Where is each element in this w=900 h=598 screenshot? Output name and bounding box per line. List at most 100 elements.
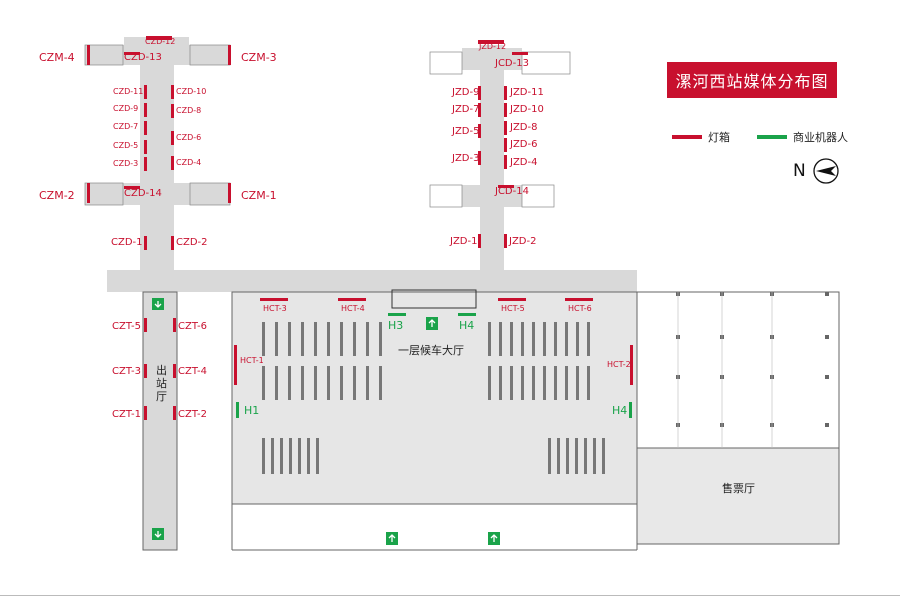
lightbox-marks <box>87 36 633 420</box>
page-divider <box>0 595 900 596</box>
lightbox-label: CZD-7 <box>113 122 138 131</box>
lightbox-label: JZD-8 <box>509 122 537 133</box>
lightbox-label: CZT-2 <box>178 409 207 420</box>
lightbox-label: HCT-6 <box>568 304 592 313</box>
north-indicator: N <box>793 157 840 185</box>
lightbox-label: CZT-1 <box>112 409 141 420</box>
lightbox-label: HCT-5 <box>501 304 525 313</box>
lightbox-jzd-10 <box>504 103 507 117</box>
lightbox-label: CZD-4 <box>176 158 201 167</box>
lightbox-czd-11 <box>144 85 147 99</box>
robot-h1-0 <box>236 402 239 418</box>
legend-lightbox: 灯箱 <box>672 129 730 145</box>
lightbox-label: CZD-3 <box>113 159 138 168</box>
lightbox-label: JZD-3 <box>451 153 479 164</box>
lightbox-label: CZD-5 <box>113 141 138 150</box>
waiting-seats <box>262 322 605 474</box>
lightbox-label: CZM-1 <box>241 189 277 202</box>
lightbox-label: CZM-2 <box>39 189 75 202</box>
lightbox-czd-9 <box>144 103 147 117</box>
lightbox-label: CZD-11 <box>113 87 143 96</box>
lightbox-jzd-11 <box>504 86 507 100</box>
lightbox-label: JZD-9 <box>451 87 479 98</box>
lightbox-czd-4 <box>171 156 174 170</box>
lightbox-czt-1 <box>144 406 147 420</box>
lightbox-czd-7 <box>144 121 147 135</box>
lightbox-jzd-6 <box>504 138 507 152</box>
robot-h4-2 <box>458 313 476 316</box>
robot-h3-1 <box>388 313 406 316</box>
lightbox-label: CZT-5 <box>112 321 141 332</box>
lightbox-label: JCD-14 <box>494 186 529 197</box>
lightbox-jzd-5 <box>478 124 481 138</box>
lightbox-czd-2 <box>171 236 174 250</box>
lightbox-label: CZD-1 <box>111 237 143 248</box>
lightbox-jzd-8 <box>504 121 507 135</box>
ticket-area-columns <box>676 292 829 427</box>
lightbox-label: CZD-9 <box>113 104 138 113</box>
exit-arrows <box>152 298 500 545</box>
compass-icon <box>813 158 839 184</box>
lightbox-label: CZD-13 <box>124 52 162 63</box>
lightbox-hct-6 <box>565 298 593 301</box>
lightbox-czt-2 <box>173 406 176 420</box>
lightbox-jzd-2 <box>504 234 507 248</box>
robot-label: H3 <box>388 319 403 332</box>
lightbox-label: HCT-4 <box>341 304 365 313</box>
lightbox-label: CZD-12 <box>145 37 175 46</box>
lightbox-label: JZD-5 <box>451 126 479 137</box>
lightbox-label: CZM-4 <box>39 51 75 64</box>
lightbox-label: JZD-2 <box>508 236 536 247</box>
robot-label: H4 <box>459 319 474 332</box>
lightbox-jzd-3 <box>478 151 481 165</box>
lightbox-czd-5 <box>144 140 147 154</box>
lightbox-hct-4 <box>338 298 366 301</box>
lightbox-hct-3 <box>260 298 288 301</box>
lightbox-jzd-7 <box>478 103 481 117</box>
lightbox-czd-14 <box>124 186 140 189</box>
waiting-hall-label: 一层候车大厅 <box>398 343 464 357</box>
lightbox-jzd-9 <box>478 86 481 100</box>
ticket-area-lines <box>677 292 773 448</box>
lightbox-jzd-1 <box>478 234 481 248</box>
lightbox-label: JZD-11 <box>509 87 544 98</box>
lightbox-label: CZD-14 <box>124 188 162 199</box>
lightbox-label: CZT-4 <box>178 366 207 377</box>
lightbox-label: CZD-8 <box>176 106 201 115</box>
lightbox-czt-5 <box>144 318 147 332</box>
exit-hall-label: 出站厅 <box>156 363 167 403</box>
building-outline <box>142 291 840 551</box>
robot-marks <box>236 313 632 418</box>
lightbox-label: JZD-7 <box>451 104 479 115</box>
map-title: 漯河西站媒体分布图 <box>667 62 837 98</box>
lightbox-label: HCT-3 <box>263 304 287 313</box>
lightbox-czd-3 <box>144 157 147 171</box>
robot-h4-3 <box>629 402 632 418</box>
lightbox-czt-4 <box>173 364 176 378</box>
lightbox-czm-4 <box>87 45 90 65</box>
lightbox-label: CZD-6 <box>176 133 201 142</box>
lightbox-label: HCT-1 <box>240 356 264 365</box>
lightbox-hct-5 <box>498 298 526 301</box>
lightbox-czm-1 <box>228 183 231 203</box>
robot-swatch <box>757 135 787 139</box>
lightbox-czm-3 <box>228 45 231 65</box>
lightbox-label: CZM-3 <box>241 51 277 64</box>
lightbox-czd-12 <box>146 36 172 40</box>
lightbox-jcd-14 <box>498 185 514 188</box>
lightbox-jzd-4 <box>504 155 507 169</box>
lightbox-label: JZD-6 <box>509 139 537 150</box>
legend-lightbox-label: 灯箱 <box>708 131 730 144</box>
lightbox-hct-2 <box>630 345 633 385</box>
lightbox-label: HCT-2 <box>607 360 631 369</box>
lightbox-czd-13 <box>124 52 140 55</box>
lightbox-czd-6 <box>171 131 174 145</box>
lightbox-czd-1 <box>144 236 147 250</box>
lightbox-label: CZD-2 <box>176 237 208 248</box>
lightbox-czd-10 <box>171 85 174 99</box>
lightbox-hct-1 <box>234 345 237 385</box>
lightbox-label: CZT-6 <box>178 321 207 332</box>
